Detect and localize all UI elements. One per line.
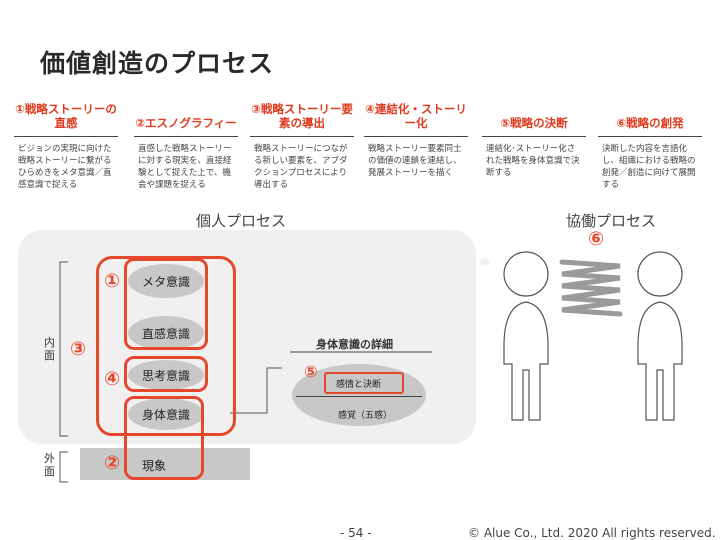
outer-label: 外面 <box>44 452 55 478</box>
senses-label: 感覚（五感） <box>338 411 393 421</box>
number-6: ⑥ <box>588 228 605 250</box>
two-people-figure <box>503 251 683 421</box>
person-left-icon <box>503 251 549 421</box>
thinking-consciousness-pill: 思考意識 <box>128 360 204 390</box>
phenomenon-label: 現象 <box>142 459 167 473</box>
step-description: 決断した内容を言語化し、組織における戦略の創発／創造に向けて展開する <box>602 144 696 190</box>
step-description: 直感した戦略ストーリーに対する現実を、直接経験として捉えた上で、機会や課題を捉え… <box>138 144 232 190</box>
detail-title: 身体意識の詳細 <box>316 338 393 351</box>
number-3: ③ <box>70 338 87 360</box>
highlight-box-3 <box>96 256 236 436</box>
step-divider <box>14 136 118 137</box>
step-5: ⑤戦略の決断 連結化･ストーリー化された戦略を身体意識で決断する <box>482 94 586 179</box>
step-6: ⑥戦略の創発 決断した内容を言語化し、組織における戦略の創発／創造に向けて展開す… <box>598 94 702 191</box>
step-description: 連結化･ストーリー化された戦略を身体意識で決断する <box>486 144 580 178</box>
step-label: ④連結化・ストーリー化 <box>365 102 467 130</box>
step-label: ②エスノグラフィー <box>135 116 237 130</box>
step-1: ①戦略ストーリーの直感 ビジョンの実現に向けた戦略ストーリーに繋がるひらめきをメ… <box>14 94 118 191</box>
individual-process-title: 個人プロセス <box>196 212 287 230</box>
body-consciousness-pill: 身体意識 <box>128 398 204 430</box>
page-title: 価値創造のプロセス <box>40 49 275 78</box>
meta-consciousness-pill: メタ意識 <box>128 264 204 298</box>
number-2: ② <box>104 452 121 474</box>
highlight-box-1 <box>124 258 208 350</box>
person-right-icon <box>637 251 683 421</box>
step-label: ①戦略ストーリーの直感 <box>15 102 117 130</box>
phenomenon-band <box>80 448 250 480</box>
number-4: ④ <box>104 368 121 390</box>
step-description: 戦略ストーリーにつながる新しい要素を、アブダクションプロセスにより導出する <box>254 144 348 190</box>
step-divider <box>134 136 238 137</box>
highlight-box-4 <box>124 356 208 392</box>
spiral-icon <box>559 259 623 317</box>
detail-divider <box>296 396 422 397</box>
page-number: - 54 - <box>340 526 372 540</box>
step-label: ③戦略ストーリー要素の導出 <box>251 102 353 130</box>
step-description: ビジョンの実現に向けた戦略ストーリーに繋がるひらめきをメタ意識／直感意識で捉える <box>18 144 112 190</box>
step-2: ②エスノグラフィー 直感した戦略ストーリーに対する現実を、直接経験として捉えた上… <box>134 94 238 191</box>
intuition-consciousness-pill: 直感意識 <box>128 316 204 350</box>
step-divider <box>364 136 468 137</box>
step-divider <box>482 136 586 137</box>
highlight-box-5 <box>324 372 404 394</box>
emotion-decision-label: 感情と決断 <box>336 380 382 390</box>
number-1: ① <box>104 270 121 292</box>
step-label: ⑥戦略の創発 <box>616 116 684 130</box>
step-4: ④連結化・ストーリー化 戦略ストーリー要素同士の価値の連鎖を連結し、発展ストーリ… <box>364 94 468 179</box>
bubble-dot-small <box>480 258 490 265</box>
highlight-box-2 <box>124 396 204 480</box>
step-label: ⑤戦略の決断 <box>500 116 568 130</box>
step-divider <box>250 136 354 137</box>
bubble-dot-large <box>456 270 474 281</box>
step-3: ③戦略ストーリー要素の導出 戦略ストーリーにつながる新しい要素を、アブダクション… <box>250 94 354 191</box>
copyright: © Alue Co., Ltd. 2020 All rights reserve… <box>468 526 716 540</box>
number-5: ⑤ <box>304 362 318 381</box>
step-description: 戦略ストーリー要素同士の価値の連鎖を連結し、発展ストーリーを描く <box>368 144 462 178</box>
step-divider <box>598 136 702 137</box>
collab-process-title: 協働プロセス <box>566 212 657 230</box>
inner-label: 内面 <box>44 336 55 362</box>
